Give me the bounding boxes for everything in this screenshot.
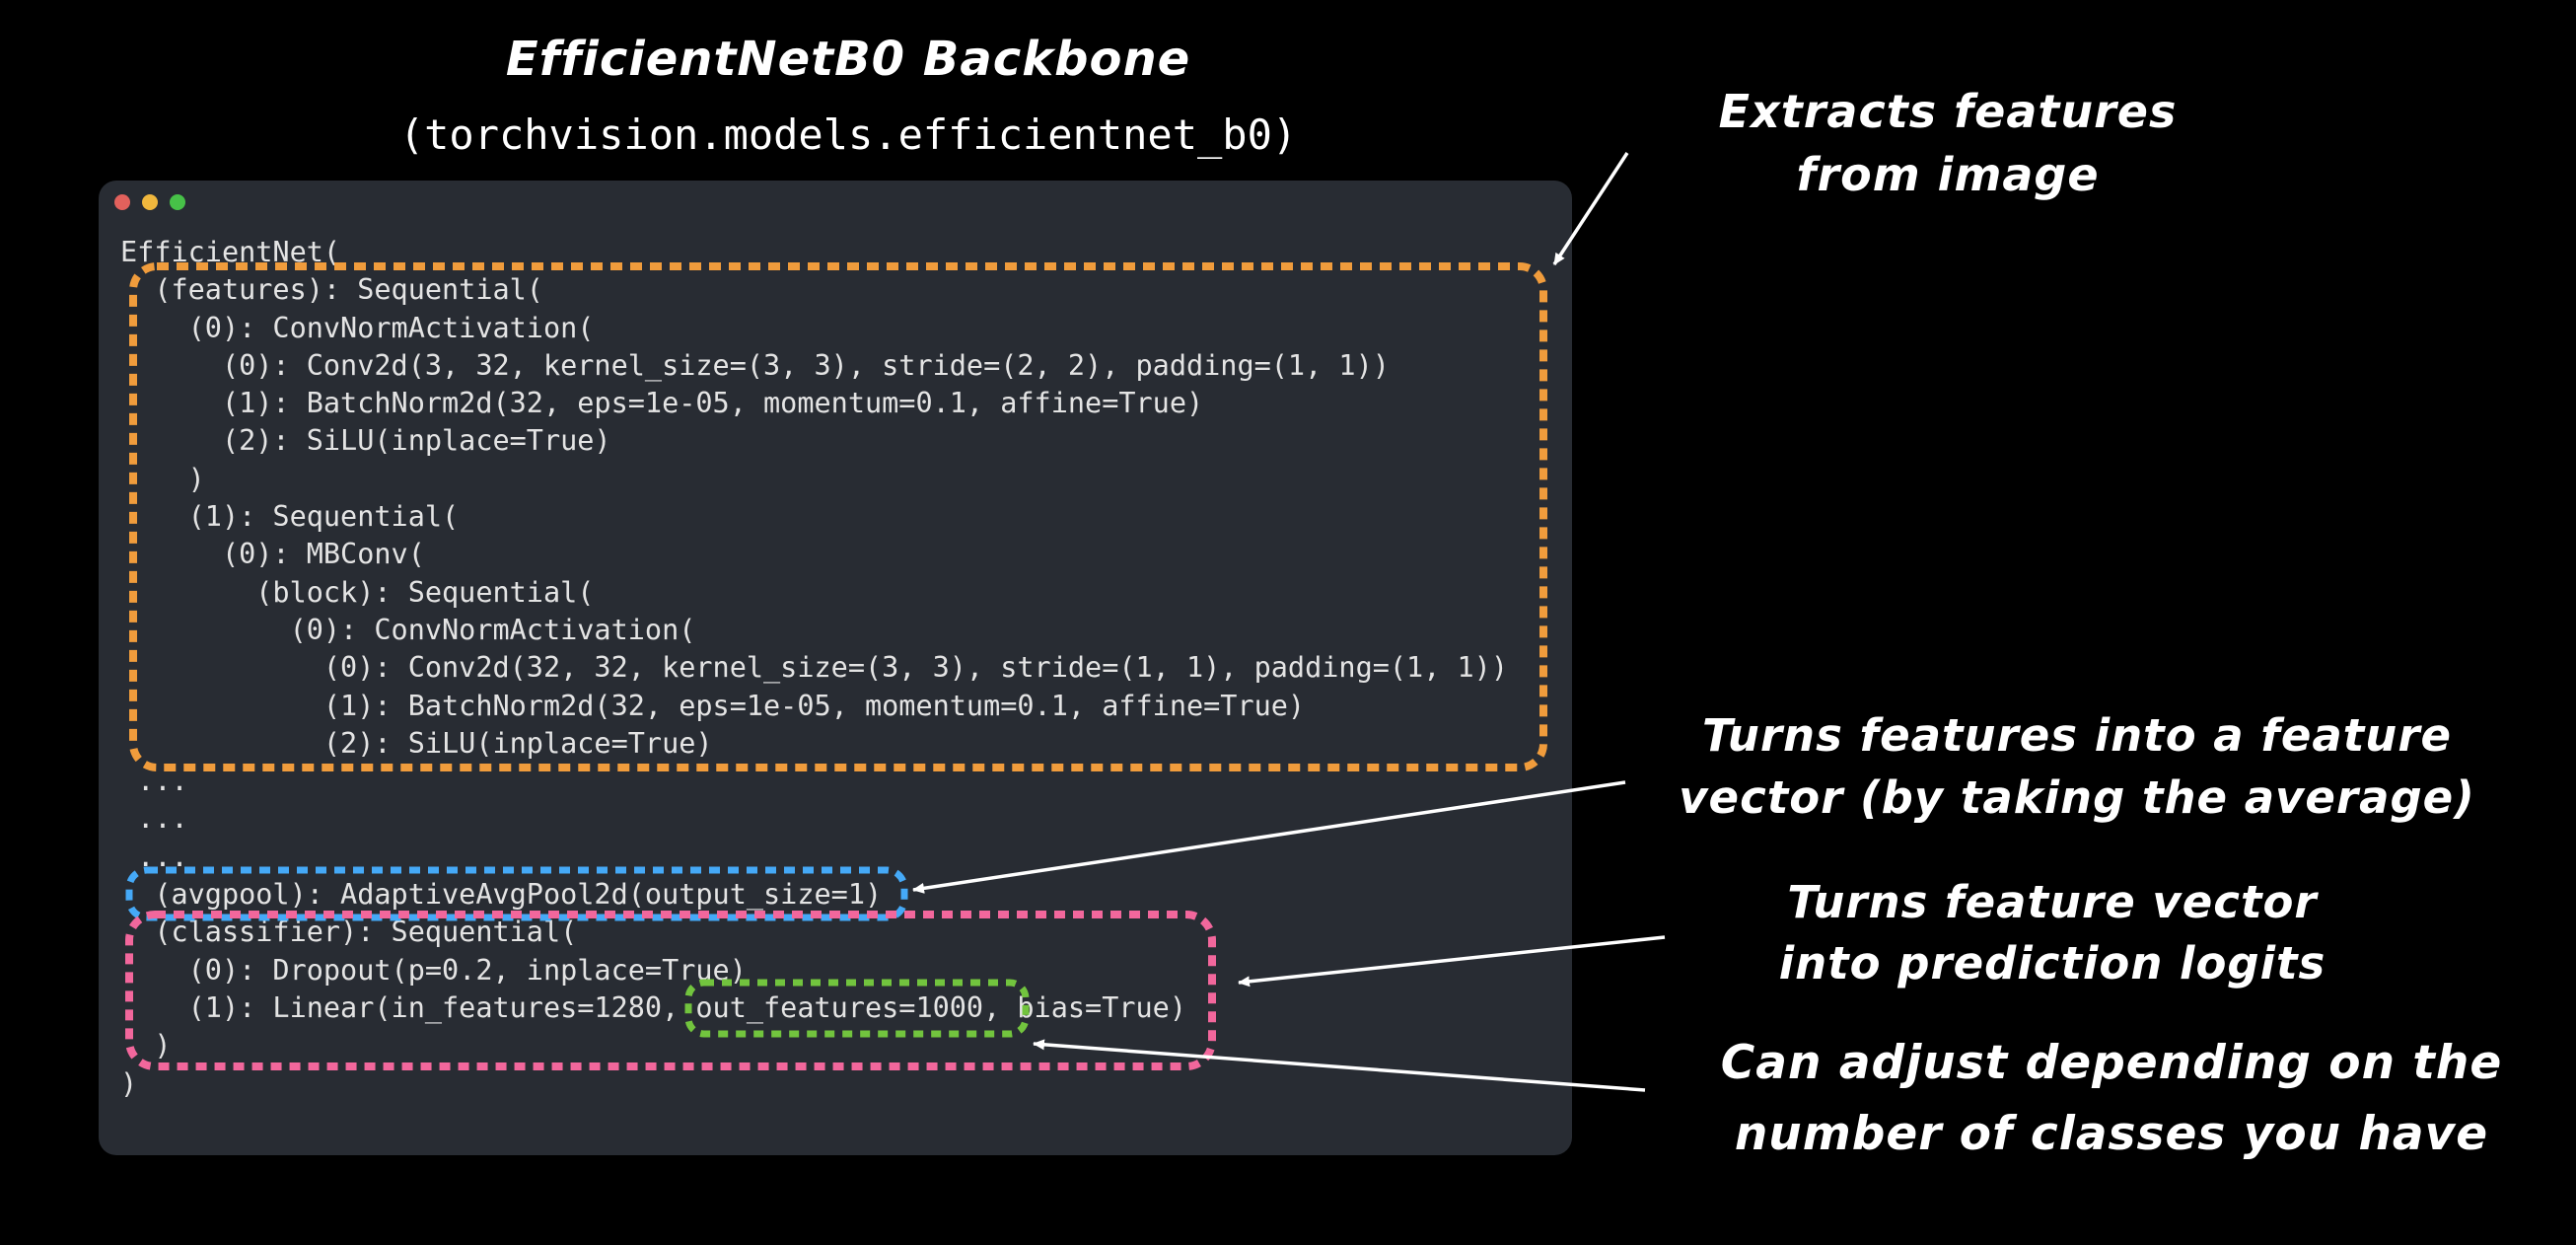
minimize-button-icon[interactable] xyxy=(142,194,158,210)
zoom-button-icon[interactable] xyxy=(170,194,185,210)
page-subtitle: (torchvision.models.efficientnet_b0) xyxy=(398,110,1298,159)
code-window: EfficientNet( (features): Sequential( (0… xyxy=(99,181,1572,1155)
model-repr-code: EfficientNet( (features): Sequential( (0… xyxy=(120,236,1508,1100)
annotation-feature-vector: Turns features into a feature vector (by… xyxy=(1679,709,2475,824)
window-controls xyxy=(114,194,185,210)
annotation-adjust-classes: Can adjust depending on the number of cl… xyxy=(1720,1036,2503,1161)
annotation-prediction-logits: Turns feature vector into prediction log… xyxy=(1778,876,2326,989)
annotation-extracts-features: Extracts features from image xyxy=(1718,85,2178,201)
page-title: EfficientNetB0 Backbone xyxy=(505,32,1191,87)
close-button-icon[interactable] xyxy=(114,194,130,210)
